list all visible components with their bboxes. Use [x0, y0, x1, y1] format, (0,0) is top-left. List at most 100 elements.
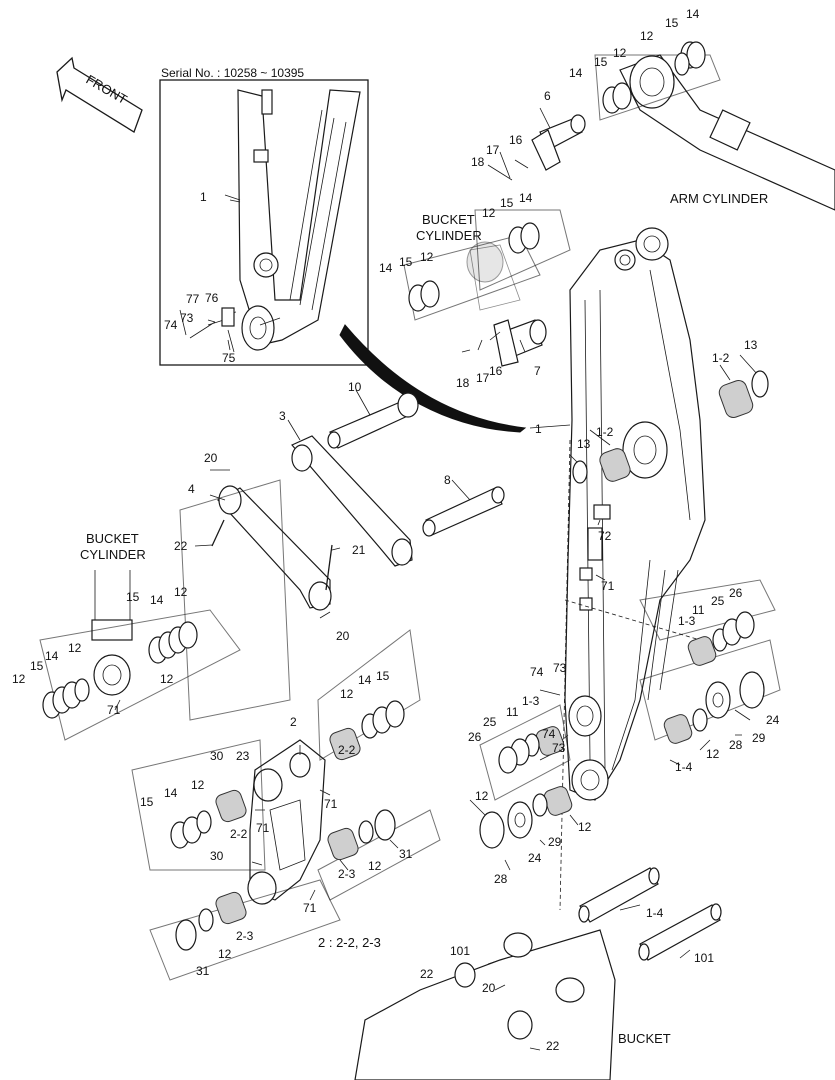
- callout-label: 18: [471, 155, 485, 169]
- callout-label: 14: [45, 649, 59, 663]
- caption-bucket: BUCKET: [618, 1031, 671, 1046]
- callout-label: 74: [542, 727, 556, 741]
- callout-label: 29: [752, 731, 766, 745]
- callout-label: 12: [420, 250, 434, 264]
- callout-label: 14: [569, 66, 583, 80]
- callout-label: 71: [324, 797, 338, 811]
- link-4: [217, 485, 332, 611]
- callout-label: 15: [140, 795, 154, 809]
- callout-label: 3: [279, 409, 286, 423]
- bolt-22: [211, 519, 225, 547]
- arm-body: [564, 227, 706, 801]
- callout-label: 12: [578, 820, 592, 834]
- callout-label: 15: [30, 659, 44, 673]
- callout-label: 73: [553, 661, 567, 675]
- callout-label: 13: [744, 338, 758, 352]
- callout-label: 21: [352, 543, 366, 557]
- callout-label: 1-4: [646, 906, 664, 920]
- callout-label: 14: [379, 261, 393, 275]
- callout-label: 1: [200, 190, 207, 204]
- callout-label: 6: [544, 89, 551, 103]
- callout-label: 11: [692, 603, 705, 617]
- callout-label: 28: [729, 738, 743, 752]
- callout-label: 1-2: [596, 425, 614, 439]
- callout-label: 20: [204, 451, 218, 465]
- leader-lines: [114, 107, 759, 1051]
- callout-label: 26: [729, 586, 743, 600]
- callout-label: 2-2: [338, 743, 356, 757]
- callout-label: 11: [506, 705, 519, 719]
- callout-label: 73: [552, 741, 566, 755]
- callout-label: 7: [534, 364, 541, 378]
- bushing-1-2: [572, 370, 769, 484]
- callout-label: 15: [594, 55, 608, 69]
- pin-7: [493, 319, 547, 367]
- callout-label: 24: [766, 713, 780, 727]
- callout-label: 1: [535, 422, 542, 436]
- callout-label: 20: [482, 981, 496, 995]
- callout-label: 12: [191, 778, 205, 792]
- callout-label: 22: [420, 967, 434, 981]
- pin-10: [327, 392, 419, 449]
- front-arrow-icon: FRONT: [56, 56, 143, 133]
- callout-label: 71: [107, 703, 121, 717]
- link-3: [291, 435, 413, 567]
- callout-label: 17: [476, 371, 490, 385]
- callout-label: 13: [577, 437, 591, 451]
- callout-label: 12: [218, 947, 232, 961]
- callout-label: 12: [174, 585, 188, 599]
- pin-8: [422, 486, 505, 537]
- callout-label: 76: [205, 291, 219, 305]
- pin-101-a: [578, 867, 660, 923]
- pin-6: [531, 114, 586, 171]
- caption-bucket-cylinder-left-2: CYLINDER: [80, 547, 146, 562]
- callout-label: 15: [399, 255, 413, 269]
- callout-label: 12: [368, 859, 382, 873]
- callout-label: 12: [160, 672, 174, 686]
- callout-label: 2-3: [338, 867, 356, 881]
- callout-label: 15: [376, 669, 390, 683]
- callout-label: 101: [694, 951, 714, 965]
- callout-label: 22: [174, 539, 188, 553]
- callout-label: 15: [126, 590, 140, 604]
- caption-arm-cylinder: ARM CYLINDER: [670, 191, 768, 206]
- caption-bucket-cylinder-top-1: BUCKET: [422, 212, 475, 227]
- ring-set-bracket: [170, 700, 405, 951]
- callout-label: 8: [444, 473, 451, 487]
- caption-bucket-cylinder-top-2: CYLINDER: [416, 228, 482, 243]
- serial-note: Serial No. : 10258 ~ 10395: [161, 66, 304, 80]
- callout-label: 72: [598, 529, 612, 543]
- callout-label: 22: [546, 1039, 560, 1053]
- callout-label: 17: [486, 143, 500, 157]
- callout-label: 16: [509, 133, 523, 147]
- callout-label: 25: [483, 715, 497, 729]
- ring-set-1-3: [498, 611, 755, 774]
- callout-label: 1-3: [678, 614, 696, 628]
- callout-label: 75: [222, 351, 236, 365]
- callout-label: 26: [468, 730, 482, 744]
- serial-inset: Serial No. : 10258 ~ 10395: [159, 66, 369, 366]
- bucket-body: [354, 929, 616, 1080]
- callout-label: 12: [12, 672, 26, 686]
- callout-label: 31: [196, 964, 210, 978]
- arm-cylinder: [619, 54, 835, 211]
- callout-label: 101: [450, 944, 470, 958]
- callout-label: 14: [150, 593, 164, 607]
- callout-label: 71: [303, 901, 317, 915]
- callout-label: 20: [336, 629, 350, 643]
- callout-label: 12: [706, 747, 720, 761]
- callout-label: 12: [482, 206, 496, 220]
- bolt-21: [325, 544, 333, 591]
- callout-label: 14: [164, 786, 178, 800]
- ring-set-topright: [602, 41, 706, 114]
- callout-label: 14: [686, 7, 700, 21]
- bucket-cylinder-left: [91, 570, 133, 696]
- callout-label: 1-2: [712, 351, 730, 365]
- callout-label: 2: [290, 715, 297, 729]
- callout-label: 12: [340, 687, 354, 701]
- callout-label: 15: [665, 16, 679, 30]
- callout-label: 74: [164, 318, 178, 332]
- callout-label: 73: [180, 311, 194, 325]
